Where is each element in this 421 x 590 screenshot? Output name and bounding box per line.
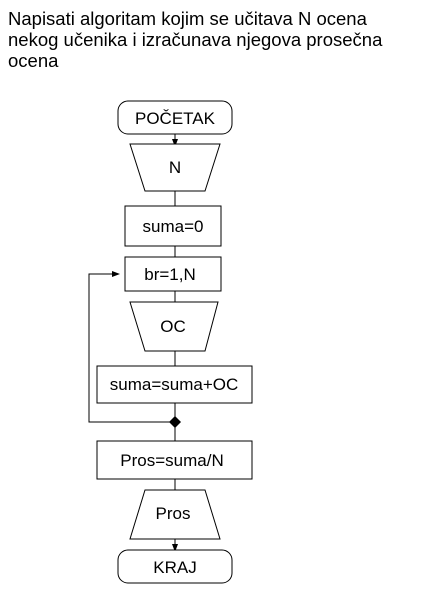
task-line-2: nekog učenika i izračunava njegova prose…	[8, 29, 383, 50]
init-sum-label: suma=0	[143, 217, 204, 236]
start-terminal: POČETAK	[117, 100, 233, 135]
input-grade-block: OC	[129, 301, 219, 352]
task-line-3: ocena	[8, 50, 59, 71]
start-label: POČETAK	[135, 109, 216, 128]
loop-back-connector	[88, 271, 175, 423]
input-grade-label: OC	[160, 317, 186, 336]
input-n-block: N	[129, 143, 221, 192]
loop-label: br=1,N	[144, 265, 196, 284]
accumulate-block: suma=suma+OC	[96, 365, 253, 404]
end-label: KRAJ	[153, 558, 196, 577]
loop-block: br=1,N	[124, 256, 222, 292]
input-n-label: N	[169, 158, 181, 177]
output-label: Pros	[156, 504, 191, 523]
task-description: Napisati algoritam kojim se učitava N oc…	[8, 8, 413, 71]
init-sum-block: suma=0	[124, 205, 222, 247]
end-terminal: KRAJ	[117, 549, 233, 584]
task-line-1: Napisati algoritam kojim se učitava N oc…	[8, 8, 367, 29]
accumulate-label: suma=suma+OC	[110, 375, 239, 394]
loop-junction-diamond	[169, 416, 181, 428]
output-block: Pros	[129, 489, 221, 540]
average-label: Pros=suma/N	[120, 451, 223, 470]
average-block: Pros=suma/N	[96, 440, 253, 480]
